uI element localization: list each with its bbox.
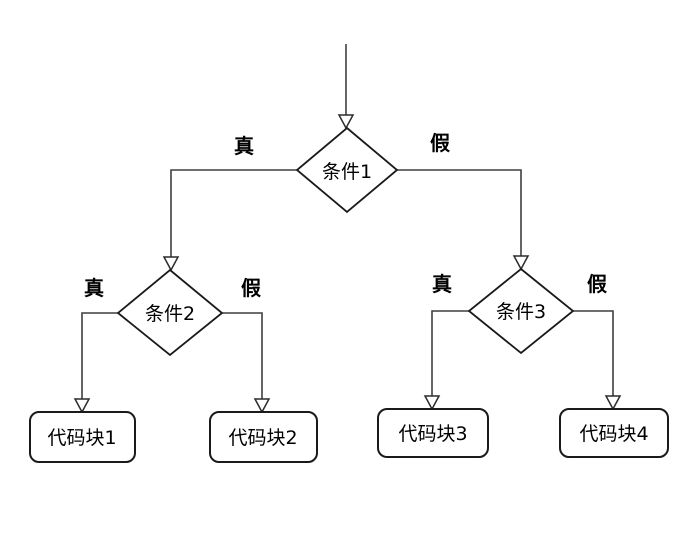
- process-block3-label: 代码块3: [398, 423, 467, 445]
- arrowhead-cond3-false: [604, 395, 622, 411]
- edge-label-cond1-true: 真: [234, 134, 254, 158]
- connector-cond3-true: [431, 310, 469, 396]
- arrowhead-cond2-false: [253, 398, 271, 414]
- process-block2: [209, 411, 318, 463]
- process-block2-label: 代码块2: [228, 427, 297, 449]
- connector-cond3-false: [573, 310, 614, 396]
- edge-label-cond2-true: 真: [84, 276, 104, 300]
- decision-cond1: [295, 126, 399, 214]
- process-block1: [29, 411, 136, 463]
- connector-cond2-false: [222, 312, 263, 399]
- process-block3: [377, 408, 489, 458]
- process-block1-label: 代码块1: [47, 427, 116, 449]
- decision-cond2-label: 条件2: [145, 303, 195, 325]
- arrowhead-cond3-true: [423, 395, 441, 411]
- edge-label-cond3-true: 真: [432, 272, 452, 296]
- decision-cond3-label: 条件3: [496, 301, 546, 323]
- arrowhead-cond1-true: [162, 256, 180, 272]
- decision-cond1-label: 条件1: [322, 161, 372, 183]
- edge-label-cond1-false: 假: [430, 131, 451, 155]
- edge-label-cond3-false: 假: [587, 272, 608, 296]
- arrowhead-entry-cond1: [337, 114, 355, 130]
- decision-cond2: [116, 268, 224, 357]
- process-block4-label: 代码块4: [579, 423, 648, 445]
- connector-cond1-false: [397, 169, 522, 256]
- arrowhead-cond2-true: [73, 398, 91, 414]
- decision-cond3: [467, 267, 575, 355]
- arrowhead-cond1-false: [512, 255, 530, 271]
- process-block4: [559, 408, 669, 458]
- edge-label-cond2-false: 假: [241, 276, 262, 300]
- connector-cond1-true: [170, 169, 297, 257]
- connector-cond2-true: [81, 312, 118, 399]
